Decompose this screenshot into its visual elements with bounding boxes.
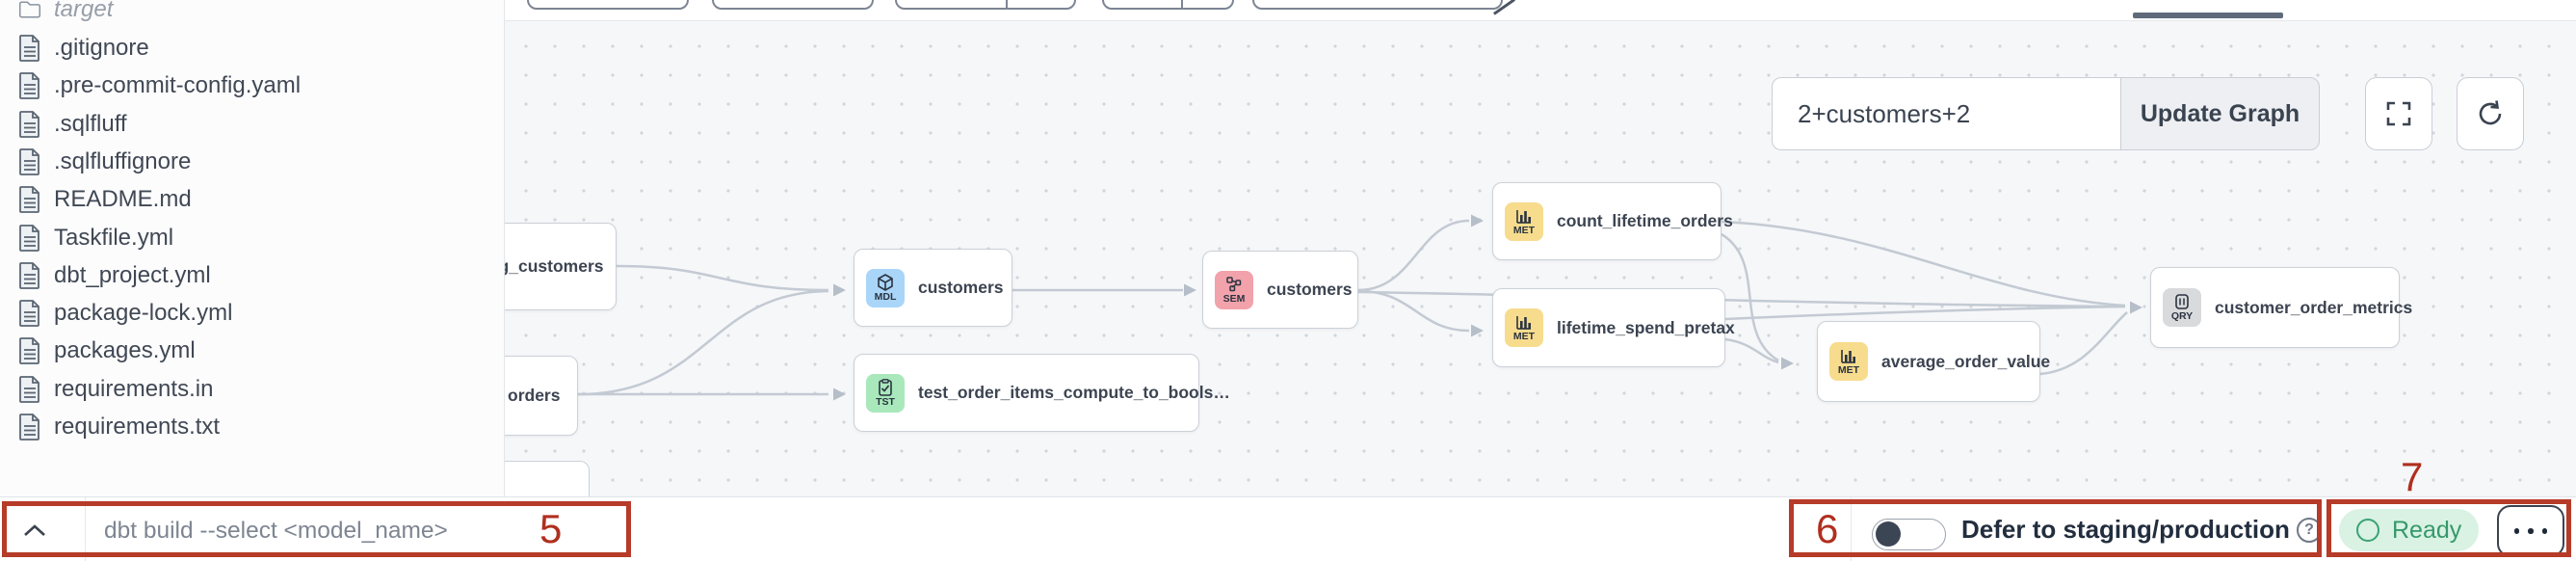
file-item[interactable]: packages.yml — [0, 333, 504, 369]
bottom-command-bar: Defer to staging/production ? Ready — [0, 496, 2576, 561]
file-icon — [19, 224, 39, 252]
file-label: README.md — [54, 186, 192, 213]
file-label: .pre-commit-config.yaml — [54, 72, 302, 99]
bar-divider — [1851, 497, 1852, 561]
file-item[interactable]: package-lock.yml — [0, 295, 504, 332]
bar-divider — [85, 497, 86, 561]
metric-icon: MET — [1505, 201, 1543, 241]
file-tree-panel: target .gitignore .pre-commit-config.yaml.… — [0, 0, 505, 496]
file-item[interactable]: requirements.txt — [0, 409, 504, 445]
graph-node-count_lifetime_orders[interactable]: MET count_lifetime_orders — [1492, 182, 1733, 260]
graph-node-lifetime_spend_pretax[interactable]: MET lifetime_spend_pretax — [1492, 288, 1735, 367]
file-icon — [19, 375, 39, 403]
graph-selector-group: Update Graph — [1772, 77, 2320, 150]
toolbar-divider — [1181, 0, 1183, 10]
node-label: count_lifetime_orders — [1557, 211, 1733, 230]
file-item[interactable]: .sqlfluff — [0, 106, 504, 143]
fullscreen-icon — [2386, 101, 2411, 126]
toolbar-button-fragment[interactable] — [1252, 0, 1503, 10]
status-circle-icon — [2356, 519, 2379, 542]
file-icon — [19, 414, 39, 441]
test-icon: TST — [866, 373, 905, 413]
graph-node-customer_order_metrics[interactable]: QRY customer_order_metrics — [2150, 267, 2412, 348]
file-label: .sqlfluff — [54, 110, 127, 137]
file-tree-folder-target[interactable]: target — [0, 0, 504, 28]
node-label: test_order_items_compute_to_bools… — [918, 383, 1230, 402]
file-item[interactable]: .pre-commit-config.yaml — [0, 67, 504, 104]
file-icon — [19, 337, 39, 365]
defer-toggle[interactable] — [1872, 519, 1946, 550]
ellipsis-icon — [2513, 528, 2520, 534]
saved-query-icon: QRY — [2163, 288, 2201, 327]
file-label: packages.yml — [54, 337, 196, 364]
toolbar-divider — [1006, 0, 1008, 10]
model-icon: MDL — [866, 268, 905, 307]
file-icon — [19, 72, 39, 100]
graph-selector-input[interactable] — [1772, 77, 2120, 150]
file-icon — [19, 35, 39, 62]
file-label: requirements.in — [54, 375, 214, 402]
file-label: .sqlfluffignore — [54, 147, 192, 174]
fullscreen-button[interactable] — [2365, 77, 2432, 150]
active-tab-underline — [2133, 13, 2283, 18]
graph-node-orders[interactable]: orders — [449, 356, 578, 436]
folder-icon — [18, 1, 41, 18]
file-label: requirements.txt — [54, 414, 221, 440]
metric-icon: MET — [1505, 308, 1543, 347]
file-icon — [19, 261, 39, 289]
more-options-button[interactable] — [2497, 505, 2564, 557]
file-item[interactable]: README.md — [0, 181, 504, 218]
ready-status-button[interactable]: Ready — [2339, 509, 2479, 551]
file-label: Taskfile.yml — [54, 224, 174, 251]
defer-label: Defer to staging/production — [1961, 515, 2290, 544]
help-icon[interactable]: ? — [2297, 518, 2322, 543]
folder-label: target — [54, 0, 114, 22]
node-label: customer_order_metrics — [2215, 297, 2413, 317]
toolbar-button-fragment[interactable] — [895, 0, 1076, 10]
semantic-model-icon: SEM — [1215, 270, 1253, 309]
command-input[interactable] — [102, 497, 530, 561]
update-graph-button[interactable]: Update Graph — [2120, 77, 2320, 150]
file-item[interactable]: dbt_project.yml — [0, 257, 504, 294]
file-icon — [19, 147, 39, 175]
file-item[interactable]: .gitignore — [0, 30, 504, 67]
file-item[interactable]: .sqlfluffignore — [0, 144, 504, 180]
graph-node-customers_mdl[interactable]: MDL customers — [854, 249, 1012, 327]
toolbar-button-fragment[interactable] — [527, 0, 689, 10]
file-label: dbt_project.yml — [54, 261, 211, 288]
graph-node-customers_sem[interactable]: SEM customers — [1202, 251, 1358, 329]
node-label: orders — [508, 386, 561, 405]
file-icon — [19, 186, 39, 214]
file-item[interactable]: Taskfile.yml — [0, 220, 504, 256]
file-label: package-lock.yml — [54, 300, 233, 327]
file-icon — [19, 110, 39, 138]
node-label: average_order_value — [1881, 351, 2051, 371]
toolbar-button-fragment[interactable] — [712, 0, 874, 10]
refresh-button[interactable] — [2457, 77, 2524, 150]
ready-label: Ready — [2392, 516, 2462, 544]
toggle-knob — [1876, 521, 1901, 547]
chevron-up-icon — [24, 524, 45, 536]
metric-icon: MET — [1829, 342, 1868, 381]
node-label: lifetime_spend_pretax — [1557, 317, 1735, 337]
node-label: stg_customers — [484, 256, 604, 276]
node-label: customers — [1267, 280, 1353, 299]
toolbar-button-fragment[interactable] — [1102, 0, 1234, 10]
graph-node-average_order_value[interactable]: MET average_order_value — [1817, 321, 2050, 402]
top-toolbar-cutoff — [0, 0, 2576, 21]
refresh-icon — [2479, 100, 2502, 125]
expand-panel-button[interactable] — [13, 513, 56, 548]
file-icon — [19, 300, 39, 327]
node-label: customers — [918, 278, 1004, 297]
file-label: .gitignore — [54, 35, 149, 61]
graph-node-test_order_items[interactable]: TST test_order_items_compute_to_bools… — [854, 354, 1230, 432]
file-item[interactable]: requirements.in — [0, 371, 504, 408]
